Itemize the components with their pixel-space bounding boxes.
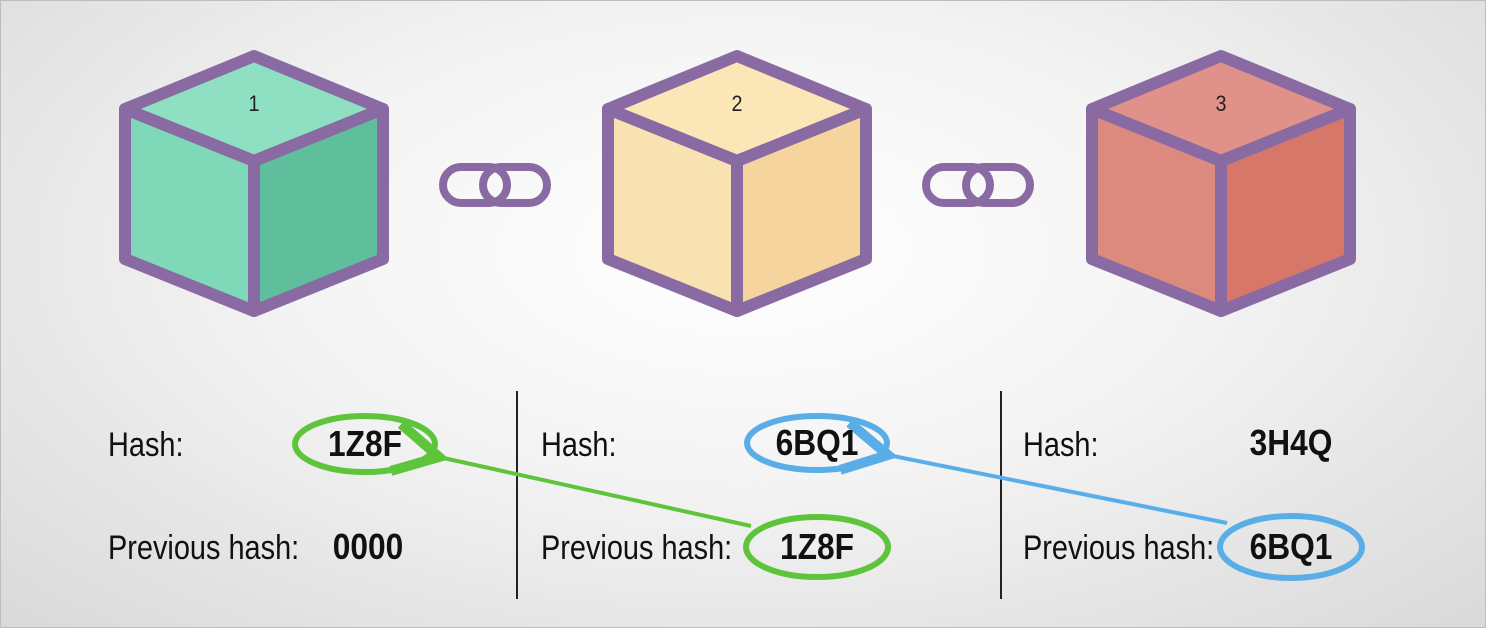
prev-hash-2-highlight (743, 514, 891, 580)
block-3-hash-label: Hash: (1023, 426, 1099, 464)
block-1-cube (119, 50, 389, 317)
block-3-hash-value: 3H4Q (1249, 422, 1333, 463)
block-2-number: 2 (731, 91, 743, 116)
block-2-cube (602, 50, 872, 317)
block-2-prev-hash-label: Previous hash: (541, 529, 733, 567)
block-2-prev-hash-value: 1Z8F (780, 526, 854, 567)
chain-link-icon-2 (922, 163, 1034, 207)
block-2-hash-label: Hash: (541, 426, 617, 464)
block-3-prev-hash-value: 6BQ1 (1249, 526, 1333, 567)
block-3-cube (1086, 50, 1356, 317)
prev-hash-3-highlight (1217, 513, 1365, 581)
block-3-prev-hash-label: Previous hash: (1023, 529, 1215, 567)
chain-link-icon-1 (439, 163, 551, 207)
block-1-number: 1 (248, 91, 260, 116)
block-1-prev-hash-value: 0000 (332, 526, 404, 567)
block-1-hash-value: 1Z8F (328, 423, 402, 464)
blue-link-arrow (888, 455, 1228, 525)
block-1-hash-label: Hash: (108, 426, 184, 464)
block-2-hash-value: 6BQ1 (775, 422, 859, 463)
block-3-number: 3 (1215, 91, 1227, 116)
block-1-prev-hash-label: Previous hash: (108, 529, 300, 567)
green-link-arrow (439, 457, 752, 528)
